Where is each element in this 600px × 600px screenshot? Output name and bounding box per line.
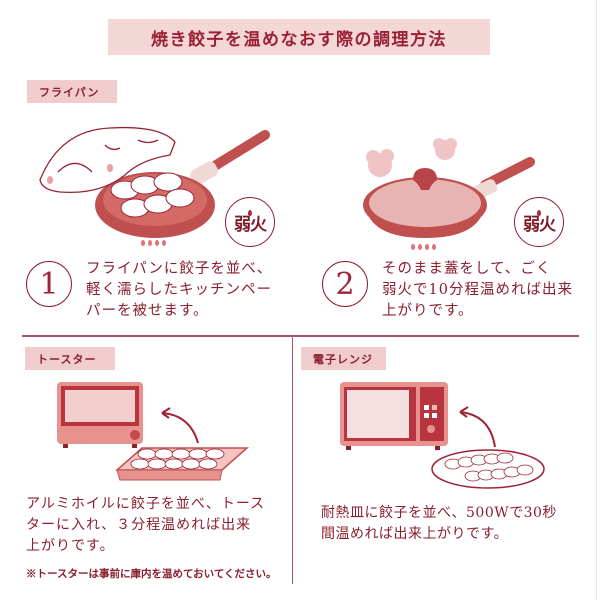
microwave-instructions: 耐熱皿に餃子を並べ、500Wで30秒 間温めれば出来上がりです。 <box>321 505 557 542</box>
flame-icon <box>537 210 541 216</box>
section-label-frying-pan: フライパン <box>27 80 117 103</box>
frying-pan-with-lid-icon <box>363 138 535 250</box>
microwave-oven-icon <box>340 382 448 450</box>
section-divider-vertical <box>292 336 293 584</box>
toaster-preheat-note: ※トースターは事前に庫内を温めておいてください。 <box>26 568 277 580</box>
toaster-instructions: アルミホイルに餃子を並べ、トース ターに入れ、３分程温めれば出来 上がりです。 <box>26 496 266 554</box>
plate-with-gyoza-icon <box>431 449 545 489</box>
step-2-instructions: そのまま蓋をして、ごく 弱火で10分程温めれば出来 上がりです。 <box>382 261 573 319</box>
step-number-1: 1 <box>26 261 72 307</box>
low-heat-badge-1: 弱火 <box>225 197 275 247</box>
step-1-instructions: フライパンに餃子を並べ、 軽く濡らしたキッチンペー パーを被せます。 <box>86 261 273 319</box>
section-label-microwave: 電子レンジ <box>301 347 386 370</box>
low-heat-badge-2: 弱火 <box>514 197 564 247</box>
frying-pan-with-paper-icon <box>39 126 270 246</box>
foil-tray-with-gyoza-icon <box>115 447 249 481</box>
section-label-toaster: トースター <box>25 347 115 370</box>
page-title-banner: 焼き餃子を温めなおす際の調理方法 <box>108 19 490 55</box>
page-edge <box>596 0 597 600</box>
step-number-2: 2 <box>322 261 368 307</box>
arrow-icon <box>459 406 496 448</box>
flame-icon <box>248 210 252 216</box>
section-divider-horizontal <box>22 335 579 337</box>
page-title: 焼き餃子を温めなおす際の調理方法 <box>151 29 447 50</box>
toaster-oven-icon <box>57 382 143 448</box>
arrow-icon <box>161 407 199 444</box>
